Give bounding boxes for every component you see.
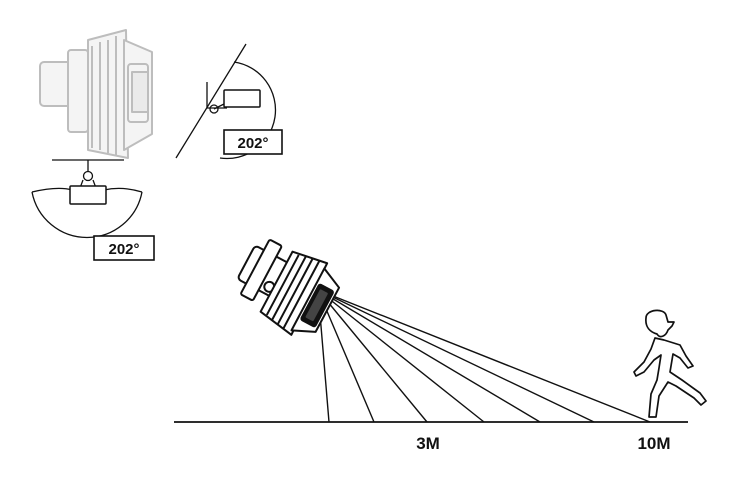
pir-sensor-icon bbox=[39, 29, 153, 159]
top-view-coverage bbox=[31, 159, 143, 239]
top-view-angle-label: 202° bbox=[108, 241, 139, 258]
walking-person-icon bbox=[633, 309, 707, 418]
side-view-angle-badge: 202° bbox=[223, 129, 283, 155]
distance-10m-label: 10M bbox=[637, 434, 670, 453]
top-view-angle-badge: 202° bbox=[93, 235, 155, 261]
mini-sensor-icon bbox=[69, 185, 107, 205]
distance-3m-label: 3M bbox=[416, 434, 440, 453]
detection-beams bbox=[317, 289, 651, 423]
pir-sensor-icon bbox=[237, 239, 341, 336]
mini-sensor-icon bbox=[223, 89, 261, 108]
side-view-angle-label: 202° bbox=[237, 135, 268, 152]
side-view-coverage bbox=[175, 43, 277, 160]
